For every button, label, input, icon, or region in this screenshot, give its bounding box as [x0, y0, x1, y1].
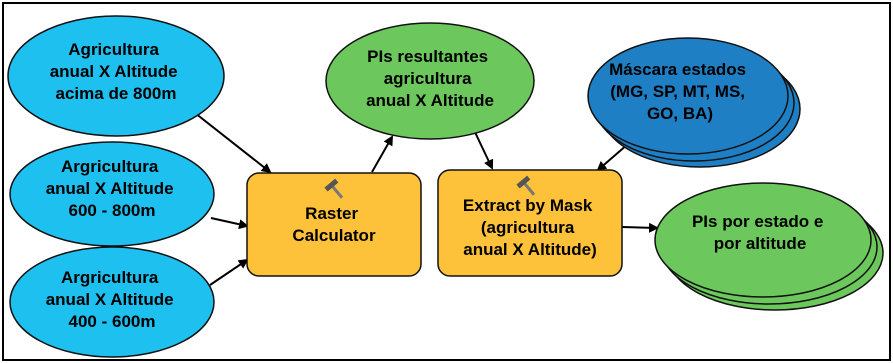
input-600-800-line3: 600 - 800m: [69, 201, 156, 220]
svg-text:PIs resultantes agricult: PIs resultantes agricultura anual X Alti…: [366, 47, 494, 110]
raster-line2: Calculator: [292, 226, 376, 245]
mask-ellipse: [587, 37, 789, 155]
output-pls-resultantes[interactable]: PIs resultantes agricultura anual X Alti…: [325, 22, 535, 140]
svg-text:Argricultura anual X Alt: Argricultura anual X Altitude 400 - 600m: [46, 268, 179, 331]
input-argricultura-600-800m[interactable]: Argricultura anual X Altitude 600 - 800m: [9, 141, 215, 247]
arrow-output1-to-extract: [472, 127, 494, 170]
tool-extract-by-mask[interactable]: Extract by Mask (agricultura anual X Alt…: [437, 169, 623, 277]
arrow-in800-to-raster: [194, 112, 272, 174]
input-agricultura-800m[interactable]: Agricultura anual X Altitude acima de 80…: [7, 15, 225, 137]
extract-line1: Extract by Mask: [463, 196, 593, 215]
output-ellipse: [654, 182, 872, 298]
svg-text:PIs por estado e por alt: PIs por estado e por altitude: [692, 212, 828, 253]
tool-box: [246, 172, 422, 277]
input-mascara-estados[interactable]: Máscara estados (MG, SP, MT, MS, GO, BA): [587, 37, 801, 168]
output1-line2: agricultura: [384, 69, 472, 88]
connectors: [194, 112, 659, 286]
output1-line3: anual X Altitude: [366, 91, 494, 110]
arrow-in400-to-raster: [209, 258, 249, 286]
arrow-mask-to-extract: [596, 143, 629, 172]
input-400-600-line2: anual X Altitude: [46, 290, 174, 309]
svg-text:Argricultura anual X Alt: Argricultura anual X Altitude 600 - 800m: [46, 157, 179, 220]
hammer-icon: [516, 175, 536, 196]
input-600-800-line1: Argricultura: [61, 157, 159, 176]
svg-text:Extract by Mask (agricul: Extract by Mask (agricultura anual X Alt…: [463, 196, 597, 259]
mask-line1: Máscara estados: [609, 60, 746, 79]
svg-text:Máscara estados (MG, SP,: Máscara estados (MG, SP, MT, MS, GO, BA): [609, 60, 751, 123]
arrow-in600-to-raster: [210, 217, 249, 230]
input-400-600-line1: Argricultura: [61, 268, 159, 287]
input-ellipse: [7, 15, 225, 137]
extract-line3: anual X Altitude): [463, 240, 597, 259]
raster-line1: Raster: [305, 204, 358, 223]
hammer-icon: [324, 178, 344, 199]
output-ellipse: [325, 22, 535, 140]
tool-raster-calculator[interactable]: Raster Calculator: [246, 172, 422, 277]
tool-box: [437, 169, 623, 277]
input-800-line2: anual X Altitude: [50, 62, 178, 81]
input-400-600-line3: 400 - 600m: [69, 312, 156, 331]
input-ellipse: [9, 141, 215, 247]
input-800-line3: acima de 800m: [56, 84, 177, 103]
input-ellipse: [9, 246, 215, 358]
svg-text:Raster Calculator: Raster Calculator: [292, 204, 376, 245]
input-600-800-line2: anual X Altitude: [46, 179, 174, 198]
output2-line1: PIs por estado e: [692, 212, 823, 231]
mask-line3: GO, BA): [647, 104, 713, 123]
output-pls-por-estado[interactable]: PIs por estado e por altitude: [654, 182, 884, 311]
arrow-extract-to-output2: [621, 222, 659, 233]
svg-text:Agricultura anual X Alti: Agricultura anual X Altitude acima de 80…: [50, 40, 183, 103]
input-800-line1: Agricultura: [68, 40, 159, 59]
extract-line2: (agricultura: [481, 218, 575, 237]
arrow-raster-to-output1: [371, 135, 393, 173]
input-argricultura-400-600m[interactable]: Argricultura anual X Altitude 400 - 600m: [9, 246, 215, 358]
output1-line1: PIs resultantes: [367, 47, 488, 66]
output2-line2: por altitude: [714, 234, 807, 253]
mask-line2: (MG, SP, MT, MS,: [610, 82, 745, 101]
